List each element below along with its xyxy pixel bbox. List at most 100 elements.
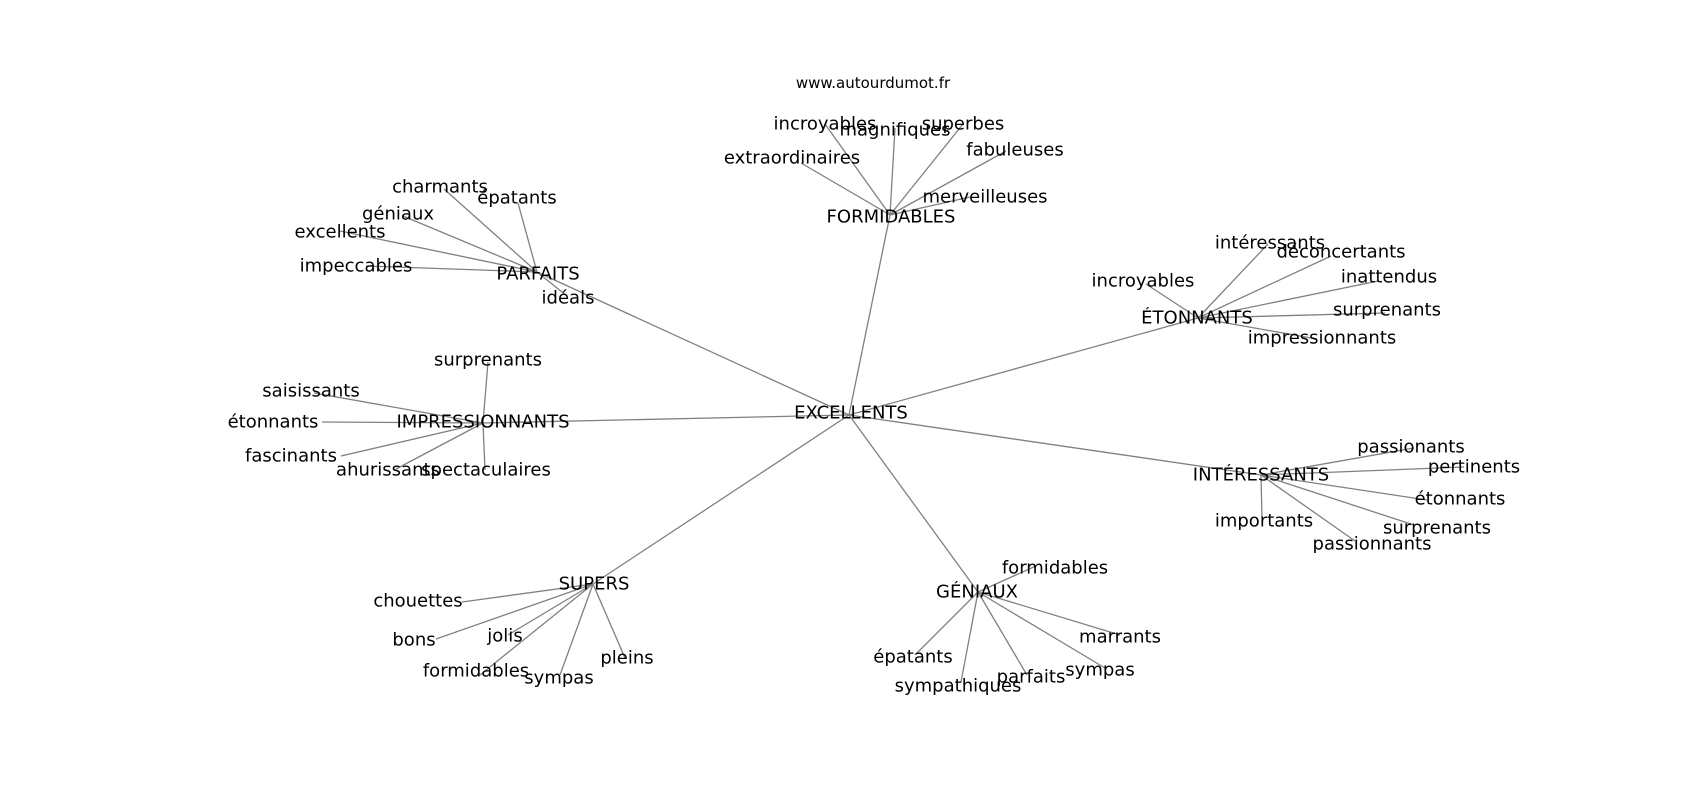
word-node: magnifiques	[839, 120, 950, 141]
word-node: géniaux	[362, 204, 434, 225]
leaf-edge	[1145, 283, 1199, 319]
leaf-edge	[313, 392, 484, 424]
leaf-edge	[1197, 317, 1318, 340]
leaf-edge	[1260, 447, 1415, 476]
word-node: inattendus	[1341, 267, 1437, 288]
root-edge	[848, 317, 1199, 416]
leaf-edge	[1260, 474, 1356, 542]
word-node: marrants	[1079, 627, 1161, 648]
leaf-edge	[1197, 280, 1379, 319]
leaf-edge	[889, 127, 896, 216]
leaf-edge	[517, 202, 538, 273]
word-node: merveilleuses	[922, 187, 1047, 208]
leaf-edge	[435, 583, 594, 640]
word-node: charmants	[392, 177, 488, 198]
leaf-edge	[340, 422, 484, 457]
leaf-edge	[482, 361, 489, 424]
word-node: saisissants	[262, 381, 359, 402]
leaf-edge	[800, 162, 891, 216]
word-node: spectaculaires	[421, 460, 551, 481]
leaf-edge	[977, 591, 1121, 636]
leaf-edge	[977, 591, 1028, 676]
word-node: impressionnants	[1248, 328, 1397, 349]
cluster-node: GÉNIAUX	[936, 581, 1018, 603]
word-node: incroyables	[774, 114, 877, 135]
root-edge	[848, 414, 979, 593]
leaf-edge	[536, 271, 568, 297]
leaf-edge	[1260, 474, 1428, 501]
root-node: EXCELLENTS	[794, 403, 908, 424]
leaf-edge	[960, 591, 979, 683]
leaf-edge	[889, 123, 964, 216]
edges	[313, 123, 1465, 683]
root-edge	[848, 214, 891, 416]
word-node: idéals	[542, 288, 595, 309]
word-node: surprenants	[1333, 300, 1441, 321]
word-node: parfaits	[997, 667, 1066, 688]
source-label: www.autourdumot.fr	[796, 74, 951, 92]
word-node: jolis	[486, 626, 522, 647]
root-edge	[536, 271, 850, 416]
cluster-node: IMPRESSIONNANTS	[396, 412, 569, 433]
leaf-edge	[402, 215, 538, 273]
word-node: fascinants	[245, 446, 337, 467]
root-edge	[848, 414, 1262, 476]
word-node: épatants	[873, 647, 952, 668]
leaf-edge	[824, 123, 891, 216]
leaf-edge	[889, 196, 971, 216]
leaf-edge	[1260, 474, 1415, 526]
leaf-edge	[977, 565, 1037, 593]
leaf-edge	[914, 591, 979, 656]
word-node: surprenants	[1383, 518, 1491, 539]
word-node: étonnants	[1415, 489, 1506, 510]
word-node: incroyables	[1092, 271, 1195, 292]
cluster-node: PARFAITS	[496, 264, 579, 285]
word-node: fabuleuses	[966, 140, 1064, 161]
word-node: impeccables	[300, 256, 413, 277]
word-node: pleins	[600, 648, 653, 669]
word-node: déconcertants	[1276, 242, 1405, 263]
leaf-edge	[479, 583, 594, 676]
leaf-edge	[461, 583, 594, 603]
labels: FORMIDABLESincroyablesmagnifiquessuperbe…	[228, 114, 1521, 697]
leaf-edge	[559, 583, 594, 676]
word-node: intéressants	[1215, 233, 1325, 254]
root-edge	[482, 414, 850, 424]
word-node: étonnants	[228, 412, 319, 433]
leaf-edge	[1197, 312, 1386, 319]
leaf-edge	[395, 422, 484, 470]
word-node: passionnants	[1313, 534, 1432, 555]
leaf-edge	[365, 265, 538, 273]
cluster-node: FORMIDABLES	[827, 207, 956, 228]
leaf-edge	[443, 188, 538, 273]
word-node: extraordinaires	[724, 148, 860, 169]
leaf-edge	[1260, 474, 1263, 519]
leaf-edge	[482, 422, 486, 471]
root-edge	[592, 414, 850, 585]
leaf-edge	[1260, 466, 1465, 476]
leaf-edge	[1197, 255, 1332, 319]
word-node: importants	[1215, 511, 1313, 532]
leaf-edge	[321, 421, 484, 424]
word-node: pertinents	[1428, 457, 1520, 478]
leaf-edge	[889, 150, 1007, 216]
cluster-node: ÉTONNANTS	[1141, 307, 1253, 329]
leaf-edge	[1197, 243, 1269, 319]
leaf-edge	[592, 583, 626, 659]
word-node: formidables	[1002, 558, 1108, 579]
word-node: superbes	[922, 114, 1005, 135]
word-node: sympas	[524, 668, 593, 689]
word-node: ahurissants	[336, 460, 440, 481]
cluster-node: SUPERS	[559, 574, 630, 595]
leaf-edge	[977, 591, 1106, 669]
word-node: sympas	[1065, 660, 1134, 681]
leaf-edge	[507, 583, 594, 636]
word-node: sympathiques	[895, 676, 1022, 697]
word-node: passionants	[1357, 437, 1465, 458]
word-node: épatants	[477, 188, 556, 209]
word-node: formidables	[423, 661, 529, 682]
leaf-edge	[339, 230, 538, 273]
word-node: surprenants	[434, 350, 542, 371]
cluster-node: INTÉRESSANTS	[1193, 464, 1329, 486]
